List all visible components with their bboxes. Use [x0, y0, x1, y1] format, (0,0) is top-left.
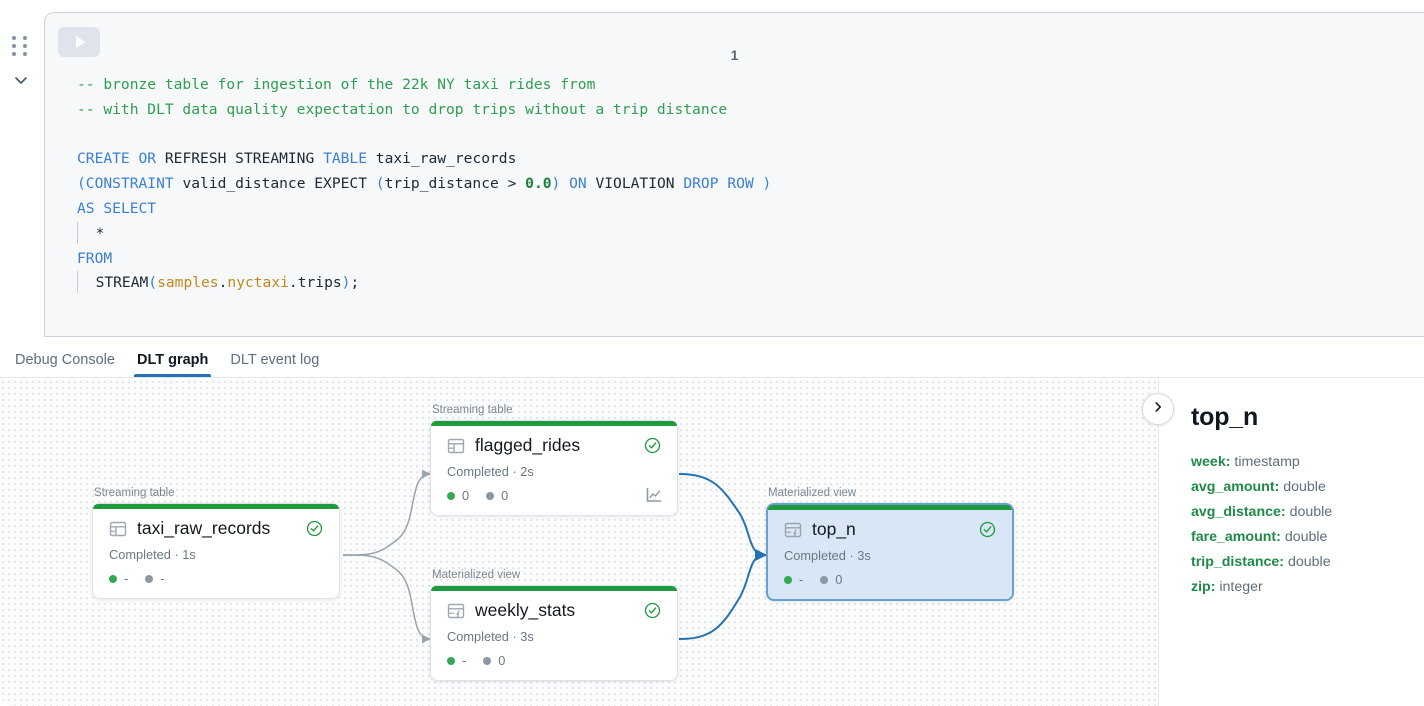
schema-field-name: zip:	[1191, 579, 1216, 595]
run-cell-button[interactable]	[58, 27, 100, 57]
schema-field-type: double	[1289, 504, 1333, 520]
node-type-label: Materialized view	[768, 487, 857, 499]
success-check-icon	[979, 521, 996, 538]
tab-debug-console[interactable]: Debug Console	[15, 352, 115, 368]
code-line-stream: STREAM(samples.nyctaxi.trips);	[77, 271, 1410, 296]
chevron-down-icon[interactable]	[11, 70, 31, 90]
node-card[interactable]: weekly_stats Completed · 3s -	[430, 585, 678, 681]
schema-field-zip: zip: integer	[1191, 575, 1404, 600]
node-name: weekly_stats	[475, 600, 576, 620]
metric-value: 0	[498, 653, 506, 668]
graph-node-top-n[interactable]: Materialized view top_n	[766, 487, 1014, 601]
schema-field-type: double	[1284, 529, 1328, 545]
metric-records-written: -	[447, 653, 466, 668]
schema-field-week: week: timestamp	[1191, 450, 1404, 475]
play-icon	[75, 36, 85, 48]
node-name: flagged_rides	[475, 435, 581, 455]
gray-dot-icon	[483, 656, 492, 665]
metric-records-dropped: 0	[486, 488, 508, 503]
graph-node-taxi-raw-records[interactable]: Streaming table taxi_raw_records	[92, 487, 340, 599]
metric-records-dropped: -	[145, 571, 165, 586]
schema-field-type: double	[1283, 479, 1326, 495]
code-cell: 1 -- bronze table for ingestion of the 2…	[44, 12, 1424, 337]
bottom-panel-tabs: Debug Console DLT graph DLT event log	[0, 340, 1424, 378]
node-name: top_n	[812, 519, 856, 539]
node-status: Completed · 1s	[109, 547, 196, 562]
schema-field-name: avg_amount:	[1191, 479, 1280, 495]
metric-value: -	[799, 572, 804, 587]
cell-number: 1	[730, 47, 739, 63]
node-card-selected[interactable]: top_n Completed · 3s -	[766, 503, 1014, 601]
node-status: Completed · 3s	[784, 548, 871, 563]
code-comment-1: -- bronze table for ingestion of the 22k…	[77, 76, 596, 93]
metric-records-written: -	[784, 572, 803, 587]
schema-field-name: week:	[1191, 454, 1231, 470]
metric-value: -	[462, 653, 467, 668]
schema-field-type: timestamp	[1234, 454, 1300, 470]
code-line-constraint: (CONSTRAINT valid_distance EXPECT (trip_…	[77, 175, 772, 193]
graph-node-flagged-rides[interactable]: Streaming table flagged_rides	[430, 404, 678, 516]
graph-node-weekly-stats[interactable]: Materialized view weekly_stats	[430, 569, 678, 681]
materialized-view-icon	[784, 521, 802, 539]
schema-field-name: trip_distance:	[1191, 554, 1285, 570]
tab-dlt-event-log[interactable]: DLT event log	[230, 352, 320, 368]
code-line-as-select: AS SELECT	[77, 199, 157, 217]
graph-edges	[342, 469, 767, 644]
node-type-label: Streaming table	[432, 404, 513, 416]
node-status: Completed · 3s	[447, 629, 534, 644]
chevron-right-icon	[1150, 399, 1166, 420]
left-rail	[0, 0, 40, 340]
schema-field-avg-distance: avg_distance: double	[1191, 500, 1404, 525]
schema-field-trip-distance: trip_distance: double	[1191, 550, 1404, 575]
schema-field-name: avg_distance:	[1191, 504, 1286, 520]
schema-field-type: integer	[1219, 579, 1263, 595]
streaming-table-icon	[109, 520, 127, 538]
gray-dot-icon	[820, 575, 829, 584]
node-card[interactable]: flagged_rides Completed · 2s 0	[430, 420, 678, 516]
metric-records-dropped: 0	[483, 653, 505, 668]
metric-records-written: -	[109, 571, 128, 586]
success-check-icon	[644, 602, 661, 619]
dlt-graph-canvas[interactable]: Streaming table taxi_raw_records	[0, 379, 1158, 706]
data-quality-chart-icon[interactable]	[645, 486, 663, 504]
metric-records-dropped: 0	[820, 572, 842, 587]
node-name: taxi_raw_records	[137, 518, 271, 538]
success-check-icon	[644, 437, 661, 454]
node-status: Completed · 2s	[447, 464, 534, 479]
code-line-create: CREATE OR REFRESH STREAMING TABLE taxi_r…	[77, 150, 517, 168]
code-comment-2: -- with DLT data quality expectation to …	[77, 100, 728, 118]
green-dot-icon	[784, 575, 792, 584]
node-detail-panel: top_n week: timestamp avg_amount: double…	[1142, 379, 1424, 706]
success-check-icon	[306, 520, 323, 537]
metric-value: 0	[501, 488, 509, 503]
node-type-label: Streaming table	[94, 487, 175, 499]
green-dot-icon	[447, 491, 455, 500]
node-type-label: Materialized view	[432, 569, 521, 581]
node-card[interactable]: taxi_raw_records Completed · 1s -	[92, 503, 340, 599]
gray-dot-icon	[145, 574, 154, 583]
metric-value: 0	[462, 488, 470, 503]
sql-code-editor[interactable]: -- bronze table for ingestion of the 22k…	[77, 73, 1410, 296]
gray-dot-icon	[486, 491, 495, 500]
schema-field-avg-amount: avg_amount: double	[1191, 475, 1404, 500]
drag-grip-icon[interactable]	[12, 36, 29, 56]
streaming-table-icon	[447, 437, 465, 455]
code-line-from: FROM	[77, 249, 113, 267]
schema-field-name: fare_amount:	[1191, 529, 1281, 545]
panel-title: top_n	[1191, 403, 1259, 431]
panel-collapse-button[interactable]	[1142, 393, 1174, 425]
green-dot-icon	[109, 574, 117, 583]
schema-field-type: double	[1287, 554, 1331, 570]
metric-value: -	[160, 571, 165, 586]
code-line-star: *	[77, 221, 1410, 247]
metric-value: -	[124, 571, 129, 586]
metric-records-written: 0	[447, 488, 469, 503]
metric-value: 0	[835, 572, 843, 587]
schema-field-fare-amount: fare_amount: double	[1191, 525, 1404, 550]
materialized-view-icon	[447, 602, 465, 620]
tab-dlt-graph[interactable]: DLT graph	[126, 352, 219, 377]
green-dot-icon	[447, 656, 455, 665]
